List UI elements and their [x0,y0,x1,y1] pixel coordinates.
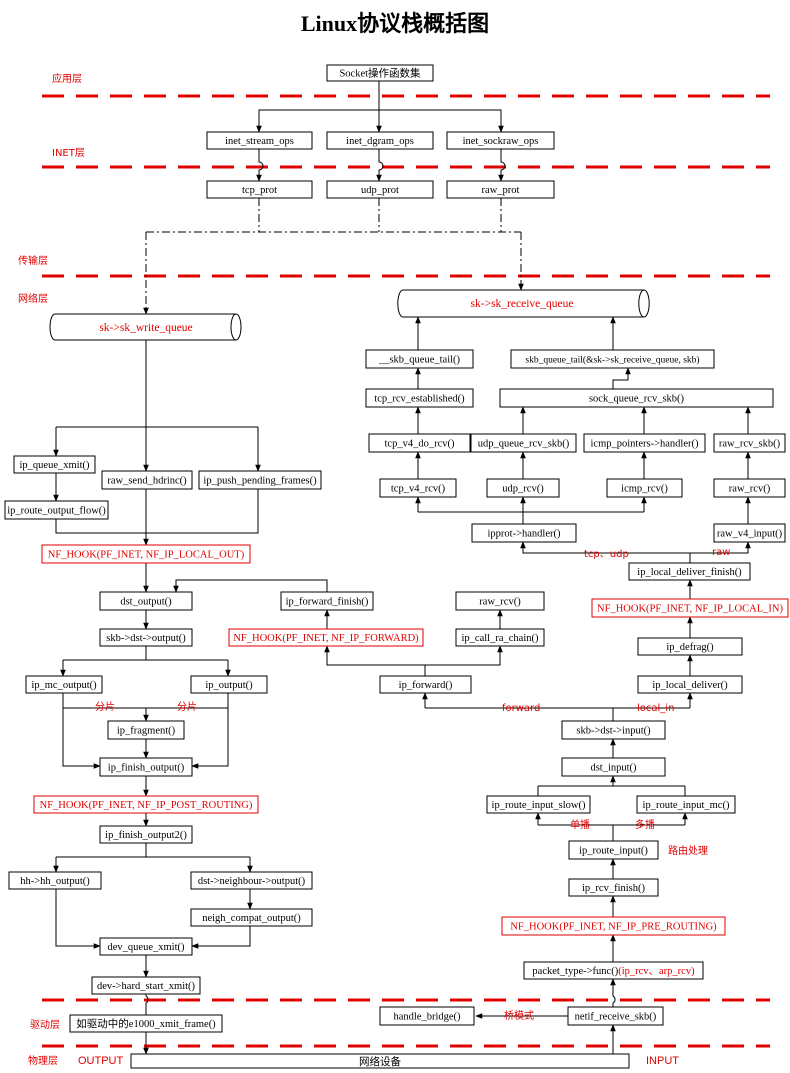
layer-label-driver: 驱动层 [30,1019,60,1031]
node-nf-pre-routing: NF_HOOK(PF_INET, NF_IP_PRE_ROUTING) [510,922,717,933]
node-driver-xmit: 如驱动中的e1000_xmit_frame() [76,1017,216,1030]
node-sk-write-queue: sk->sk_write_queue [49,313,242,341]
node-nf-post-routing: NF_HOOK(PF_INET, NF_IP_POST_ROUTING) [40,800,253,811]
node-tcp-v4-do-rcv: tcp_v4_do_rcv() [385,439,455,450]
node-skb-queue-tail-a: __skb_queue_tail() [378,355,461,366]
edge-label-frag2: 分片 [177,700,197,713]
node-nf-local-out: NF_HOOK(PF_INET, NF_IP_LOCAL_OUT) [48,550,245,561]
node-ip-route-output-flow: ip_route_output_flow() [7,506,106,517]
node-ip-route-input-slow: ip_route_input_slow() [492,800,586,811]
node-dev-queue-xmit: dev_queue_xmit() [108,942,185,953]
node-ip-forward-finish: ip_forward_finish() [286,597,369,608]
node-ip-route-input: ip_route_input() [579,846,648,857]
node-icmp-pointers: icmp_pointers->handler() [591,439,699,450]
node-dst-output: dst_output() [120,597,172,608]
layer-label-physical: 物理层 [28,1054,58,1067]
svg-text:sk->sk_write_queue: sk->sk_write_queue [99,322,192,334]
node-raw-v4-input: raw_v4_input() [717,529,783,540]
node-handle-bridge: handle_bridge() [393,1012,461,1023]
edge-label-routing: 路由处理 [668,844,708,857]
node-packet-type-func: packet_type->func()(ip_rcv、arp_rcv) [532,966,695,977]
node-netif-receive-skb: netif_receive_skb() [575,1012,657,1023]
edge-label-local-in: local_in [637,703,674,714]
layer-label-transport: 传输层 [18,254,48,267]
node-raw-prot: raw_prot [482,185,520,196]
node-raw-send-hdrinc: raw_send_hdrinc() [107,476,187,487]
node-raw-rcv-right: raw_rcv() [729,484,771,495]
node-tcp-rcv-established: tcp_rcv_established() [374,394,465,405]
node-inet-stream-ops: inet_stream_ops [225,136,294,147]
page-title: Linux协议栈概括图 [300,11,490,36]
node-ip-finish-output2: ip_finish_output2() [105,830,187,841]
edge-label-frag1: 分片 [95,700,115,713]
node-hh-output: hh->hh_output() [20,876,90,887]
node-udp-queue-rcv-skb: udp_queue_rcv_skb() [478,439,570,450]
layer-label-network: 网络层 [18,292,48,305]
node-hard-start-xmit: dev->hard_start_xmit() [97,981,196,992]
node-neighbour-output: dst->neighbour->output() [198,876,306,887]
layer-label-app: 应用层 [52,72,82,85]
node-raw-rcv-skb: raw_rcv_skb() [719,439,781,450]
node-udp-rcv: udp_rcv() [502,484,544,495]
node-raw-rcv-mid: raw_rcv() [479,597,521,608]
node-ip-defrag: ip_defrag() [666,642,714,653]
node-dst-input: dst_input() [590,763,637,774]
node-ip-local-deliver-finish: ip_local_deliver_finish() [637,567,742,578]
node-ip-queue-xmit: ip_queue_xmit() [20,460,90,471]
io-label-input: INPUT [646,1055,679,1067]
edges [53,81,751,1055]
node-ip-finish-output: ip_finish_output() [108,763,185,774]
svg-text:sk->sk_receive_queue: sk->sk_receive_queue [471,298,574,310]
node-tcp-v4-rcv: tcp_v4_rcv() [391,484,446,495]
node-nf-local-in: NF_HOOK(PF_INET, NF_IP_LOCAL_IN) [597,604,783,615]
layer-label-inet: INET层 [52,147,85,159]
edge-label-unicast: 单播 [570,818,590,831]
node-tcp-prot: tcp_prot [242,185,277,196]
edge-label-tcp-udp: tcp、udp [584,549,629,560]
layer-separators [42,94,770,1048]
node-socket-ops: Socket操作函数集 [339,67,421,80]
edge-label-bridge: 桥模式 [504,1009,534,1022]
node-ip-route-input-mc: ip_route_input_mc() [643,800,730,811]
edge-label-multicast: 多播 [635,818,655,831]
node-ip-forward: ip_forward() [399,680,453,691]
edge-label-forward: forward [502,703,540,714]
node-sk-receive-queue: sk->sk_receive_queue [397,289,650,318]
node-ip-rcv-finish: ip_rcv_finish() [582,883,645,894]
node-ip-fragment: ip_fragment() [117,726,176,737]
edge-label-raw: raw [712,547,730,558]
node-inet-dgram-ops: inet_dgram_ops [346,136,414,147]
node-ip-local-deliver: ip_local_deliver() [652,680,728,691]
node-udp-prot: udp_prot [361,185,399,196]
node-sock-queue-rcv-skb: sock_queue_rcv_skb() [589,394,685,405]
node-ipprot-handler: ipprot->handler() [488,529,561,540]
node-inet-sockraw-ops: inet_sockraw_ops [463,136,539,147]
node-nf-forward: NF_HOOK(PF_INET, NF_IP_FORWARD) [233,633,419,644]
node-skb-dst-output: skb->dst->output() [106,633,186,644]
node-ip-call-ra-chain: ip_call_ra_chain() [462,633,539,644]
node-network-device: 网络设备 [359,1055,401,1068]
node-skb-dst-input: skb->dst->input() [576,726,651,737]
node-skb-queue-tail-b: skb_queue_tail(&sk->sk_receive_queue, sk… [525,355,699,366]
nodes: Socket操作函数集 inet_stream_ops inet_dgram_o… [4,64,789,1069]
node-neigh-compat-output: neigh_compat_output() [202,913,301,924]
node-ip-output: ip_output() [205,680,253,691]
io-label-output: OUTPUT [78,1055,124,1067]
node-ip-push-pending-frames: ip_push_pending_frames() [203,476,317,487]
node-ip-mc-output: ip_mc_output() [31,680,97,691]
node-icmp-rcv: icmp_rcv() [621,484,668,495]
